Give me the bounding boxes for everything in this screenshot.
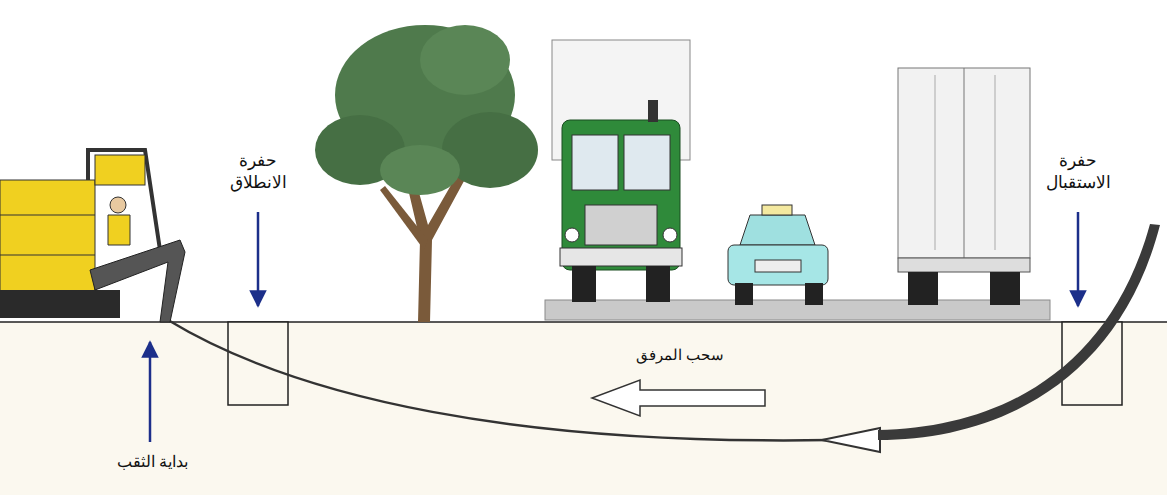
process-label: سحب المرفق	[636, 346, 724, 366]
reamer	[822, 428, 880, 452]
leader-arrow	[257, 212, 260, 306]
ground-line	[0, 321, 1167, 323]
tree	[315, 25, 538, 322]
leader-arrow	[1077, 212, 1080, 306]
pull-arrow	[592, 380, 765, 416]
leader-arrow	[149, 342, 152, 442]
start-label: بداية الثقب	[117, 452, 188, 473]
bore-path	[168, 320, 830, 440]
ground	[0, 322, 1167, 495]
truck	[552, 40, 690, 302]
trailer	[898, 68, 1030, 305]
pit-label: حفرة الاستقبال	[1036, 150, 1120, 194]
drill-rig	[0, 150, 185, 322]
pit-label: حفرة الانطلاق	[216, 150, 300, 194]
taxi	[728, 205, 828, 305]
road	[545, 300, 1050, 320]
